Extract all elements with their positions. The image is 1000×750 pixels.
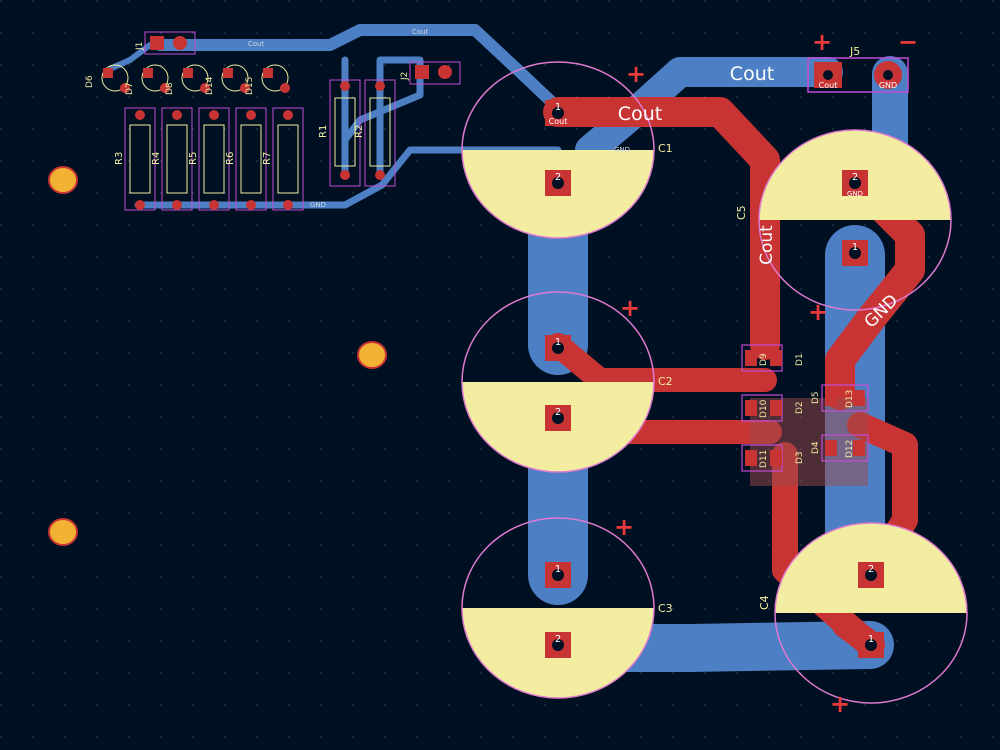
ref-c1: C1 [658,142,673,155]
polarity-plus-j5: + [812,28,832,56]
capacitor-c4[interactable] [774,522,968,704]
ref-c2: C2 [658,375,673,388]
ref-d10: D10 [759,399,769,418]
net-label-cout-vertical: Cout [757,225,777,265]
ref-d6: D6 [85,75,95,88]
j2-pad-2[interactable] [438,65,452,79]
ref-d14: D14 [205,76,215,95]
polarity-plus-c4: + [830,690,850,718]
ref-r5: R5 [188,152,199,165]
polarity-plus-c3: + [614,513,634,541]
ref-d13: D13 [845,390,855,408]
led-array [101,64,290,93]
svg-text:1: 1 [868,634,874,645]
ref-r4: R4 [151,152,162,165]
ref-d7: D7 [125,82,135,95]
net-label-cout-red: Cout [618,103,662,125]
svg-text:GND: GND [879,81,897,90]
connector-j2[interactable] [409,61,461,85]
ref-d4: D4 [811,441,821,454]
mounting-hole-1[interactable] [48,166,78,194]
ref-j5: J5 [849,45,860,58]
svg-text:1: 1 [555,337,561,348]
net-label-small-cout-top: Cout [248,40,265,48]
ref-d5: D5 [811,391,821,404]
ref-d8: D8 [165,82,175,95]
polarity-minus-j5: − [898,28,918,56]
j1-pad-2[interactable] [173,36,187,50]
c5-outline [758,129,952,311]
ref-r3: R3 [114,152,125,165]
capacitor-c1[interactable] [461,61,655,239]
ref-d9: D9 [759,353,769,366]
svg-text:1: 1 [555,564,561,575]
ref-d15: D15 [245,77,255,95]
j5-outline [807,57,909,93]
blue-trace-thin-cout[interactable] [154,24,564,114]
polarity-plus-c5: + [808,298,828,326]
red-trace-gnd-c5[interactable] [825,170,925,410]
capacitor-drills [552,107,877,651]
c4-outline [774,522,968,704]
ref-c4: C4 [758,595,771,610]
j1-pad-1[interactable] [150,36,164,50]
polarity-plus-c1: + [626,60,646,88]
blue-trace-thin-gnd[interactable] [134,146,562,209]
polarity-plus-c2: + [620,294,640,322]
net-label-small-cout-c1: Cout [549,117,568,126]
svg-text:2: 2 [868,564,874,575]
ref-d12: D12 [845,440,855,458]
mounting-hole-3[interactable] [48,518,78,546]
ref-r6: R6 [225,152,236,165]
resistor-pads [135,81,385,210]
net-label-small-gnd-c1: GND [614,146,630,154]
r2-body[interactable] [364,79,396,187]
d12-body[interactable] [821,434,869,462]
capacitor-c2[interactable] [461,291,655,473]
d13-body[interactable] [821,384,869,412]
ref-j1: J1 [135,42,145,51]
ref-r2: R2 [354,125,365,138]
reference-designators: C1 C2 C3 C4 C5 J5 J1 J2 R1 R2 R3 R4 R5 R… [85,42,860,615]
net-label-cout-blue: Cout [730,63,774,85]
svg-text:1: 1 [555,102,561,113]
ref-d2: D2 [795,401,805,414]
ref-j2: J2 [400,72,410,81]
net-label-small-gnd-c5: GND [847,190,863,198]
c2-outline [461,291,655,473]
ref-r1: R1 [318,125,329,138]
j2-pad-1[interactable] [415,65,429,79]
blue-trace-cout-top[interactable] [575,57,843,165]
diode-bridge-cluster[interactable] [741,344,869,486]
ref-c3: C3 [658,602,673,615]
ref-c5: C5 [735,205,748,220]
svg-text:2: 2 [852,172,858,183]
svg-text:2: 2 [555,634,561,645]
svg-text:2: 2 [555,172,561,183]
ref-d3: D3 [795,451,805,464]
red-trace-c2-d9[interactable] [546,333,777,392]
polarity-marks: + − + + + + + [614,28,918,718]
connector-j1[interactable] [144,31,196,55]
ref-d11: D11 [759,450,769,468]
mounting-holes [48,166,387,546]
resistor-silk [129,97,391,194]
r1-body[interactable] [329,79,361,187]
net-label-small-gnd-bottom: GND [310,201,326,209]
mounting-hole-2[interactable] [357,341,387,369]
ref-r7: R7 [262,152,273,165]
svg-text:1: 1 [852,242,858,253]
net-label-small-cout-j2: Cout [412,28,429,36]
capacitor-c5[interactable] [758,129,952,311]
svg-text:2: 2 [555,407,561,418]
svg-text:Cout: Cout [819,81,838,90]
c3-outline [461,517,655,699]
c1-outline [461,61,655,239]
connector-j5[interactable]: Cout GND [807,57,909,93]
ref-d1: D1 [795,353,805,366]
